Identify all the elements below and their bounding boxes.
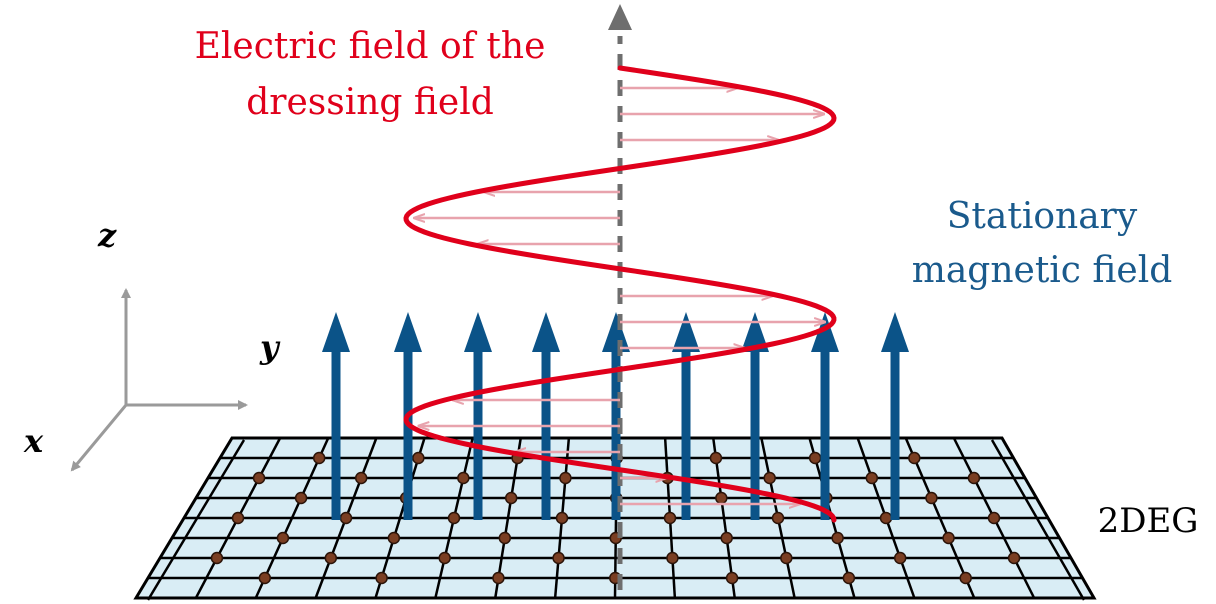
magnetic-field-arrow — [322, 312, 350, 520]
grid-column-line — [254, 437, 330, 599]
magnetic-field-label-line1: Stationary — [947, 196, 1138, 237]
lattice-node — [808, 451, 822, 465]
lattice-node — [354, 471, 368, 485]
lattice-node — [831, 531, 844, 545]
lattice-node — [412, 451, 425, 465]
lattice-node — [893, 551, 907, 565]
x-axis-label: x — [23, 422, 44, 460]
magnetic-field-arrow — [464, 312, 492, 520]
electric-field-wave — [403, 65, 837, 523]
lattice-node — [258, 571, 272, 585]
grid-column-line — [374, 437, 426, 599]
lattice-node — [780, 551, 793, 565]
lattice-node — [709, 451, 723, 465]
lattice-node — [447, 511, 461, 525]
x-axis — [70, 404, 128, 472]
lattice-node — [959, 571, 972, 585]
2deg-label: 2DEG — [1098, 501, 1199, 541]
lattice-node — [925, 491, 938, 505]
lattice-node — [967, 471, 981, 485]
electric-field-label-line2: dressing field — [246, 82, 494, 123]
2deg-lattice-nodes — [210, 451, 1021, 585]
2deg-edge-right — [990, 439, 1086, 601]
lattice-node — [276, 531, 290, 545]
electric-field-vectors — [414, 88, 825, 504]
2deg-edge-left — [146, 439, 246, 601]
electric-field-label-line1: Electric field of the — [195, 26, 546, 67]
lattice-node — [555, 511, 569, 525]
magnetic-field-arrow — [741, 312, 769, 520]
lattice-node — [842, 571, 856, 585]
lattice-node — [312, 451, 326, 465]
lattice-node — [1007, 551, 1021, 565]
magnetic-field-arrows — [322, 312, 909, 520]
lattice-node — [942, 531, 955, 545]
magnetic-field-label-line2: magnetic field — [912, 250, 1173, 291]
magnetic-field-arrow — [672, 312, 700, 520]
magnetic-field-arrow — [532, 312, 560, 520]
lattice-node — [294, 491, 308, 505]
grid-column-line — [904, 437, 976, 599]
lattice-node — [504, 491, 518, 505]
lattice-node — [231, 511, 245, 525]
lattice-node — [559, 471, 572, 485]
magnetic-field-arrow — [881, 312, 909, 520]
lattice-node — [210, 551, 224, 565]
lattice-node — [375, 571, 388, 585]
magnetic-field-arrow — [602, 312, 630, 520]
lattice-node — [715, 491, 728, 505]
y-axis-label: y — [259, 328, 281, 366]
lattice-node — [492, 571, 505, 585]
lattice-node — [552, 551, 565, 565]
z-axis-label: z — [97, 216, 117, 254]
lattice-node — [987, 511, 1001, 525]
grid-column-line — [712, 437, 736, 599]
lattice-node — [387, 531, 401, 545]
lattice-node — [252, 471, 266, 485]
lattice-node — [663, 511, 677, 525]
lattice-node — [339, 511, 353, 525]
lattice-node — [666, 551, 679, 565]
lattice-node — [720, 531, 733, 545]
lattice-node — [763, 471, 776, 485]
lattice-node — [457, 471, 470, 485]
propagation-axis-arrowhead — [608, 4, 632, 30]
magnetic-field-arrow — [394, 312, 422, 520]
lattice-node — [324, 551, 338, 565]
magnetic-field-arrow — [811, 312, 839, 520]
lattice-node — [725, 571, 739, 585]
lattice-node — [498, 531, 512, 545]
lattice-node — [908, 451, 921, 465]
lattice-node — [771, 511, 785, 525]
lattice-node — [865, 471, 879, 485]
grid-column-line — [494, 437, 522, 599]
lattice-node — [438, 551, 451, 565]
lattice-node — [879, 511, 893, 525]
coordinate-axes: z y x — [23, 216, 281, 472]
